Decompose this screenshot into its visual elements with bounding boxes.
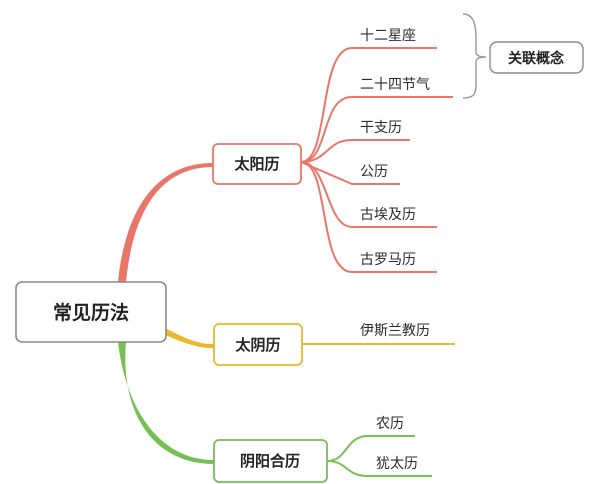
branch-node-lunar[interactable] (213, 323, 303, 366)
lunisolar-connectors (326, 435, 432, 477)
relation-node[interactable] (489, 41, 584, 74)
relation-label: 关联概念 (508, 50, 565, 67)
leaf-chinese-lunar[interactable]: 农历 (376, 416, 404, 432)
branch-label-lunar: 太阴历 (235, 336, 280, 354)
leaf-egyptian[interactable]: 古埃及历 (360, 207, 416, 223)
connector-root-lunisolar (118, 342, 214, 464)
solar-connectors (300, 47, 453, 273)
branch-node-solar[interactable] (212, 143, 302, 185)
leaf-roman[interactable]: 古罗马历 (360, 252, 416, 268)
leaf-zodiac[interactable]: 十二星座 (360, 28, 416, 44)
relation-bracket (462, 13, 487, 99)
leaf-islamic[interactable]: 伊斯兰教历 (360, 323, 430, 339)
leaf-ganzhi[interactable]: 干支历 (360, 120, 402, 136)
branch-label-lunisolar: 阴阳合历 (240, 452, 300, 470)
branch-node-lunisolar[interactable] (213, 439, 328, 483)
leaf-solar-terms[interactable]: 二十四节气 (360, 77, 430, 93)
branch-label-solar: 太阳历 (234, 155, 279, 173)
leaf-hebrew[interactable]: 犹太历 (376, 456, 418, 472)
leaf-gregorian[interactable]: 公历 (360, 164, 388, 180)
root-node[interactable] (15, 281, 167, 343)
connector-root-solar (118, 163, 213, 282)
root-label: 常见历法 (53, 301, 129, 324)
